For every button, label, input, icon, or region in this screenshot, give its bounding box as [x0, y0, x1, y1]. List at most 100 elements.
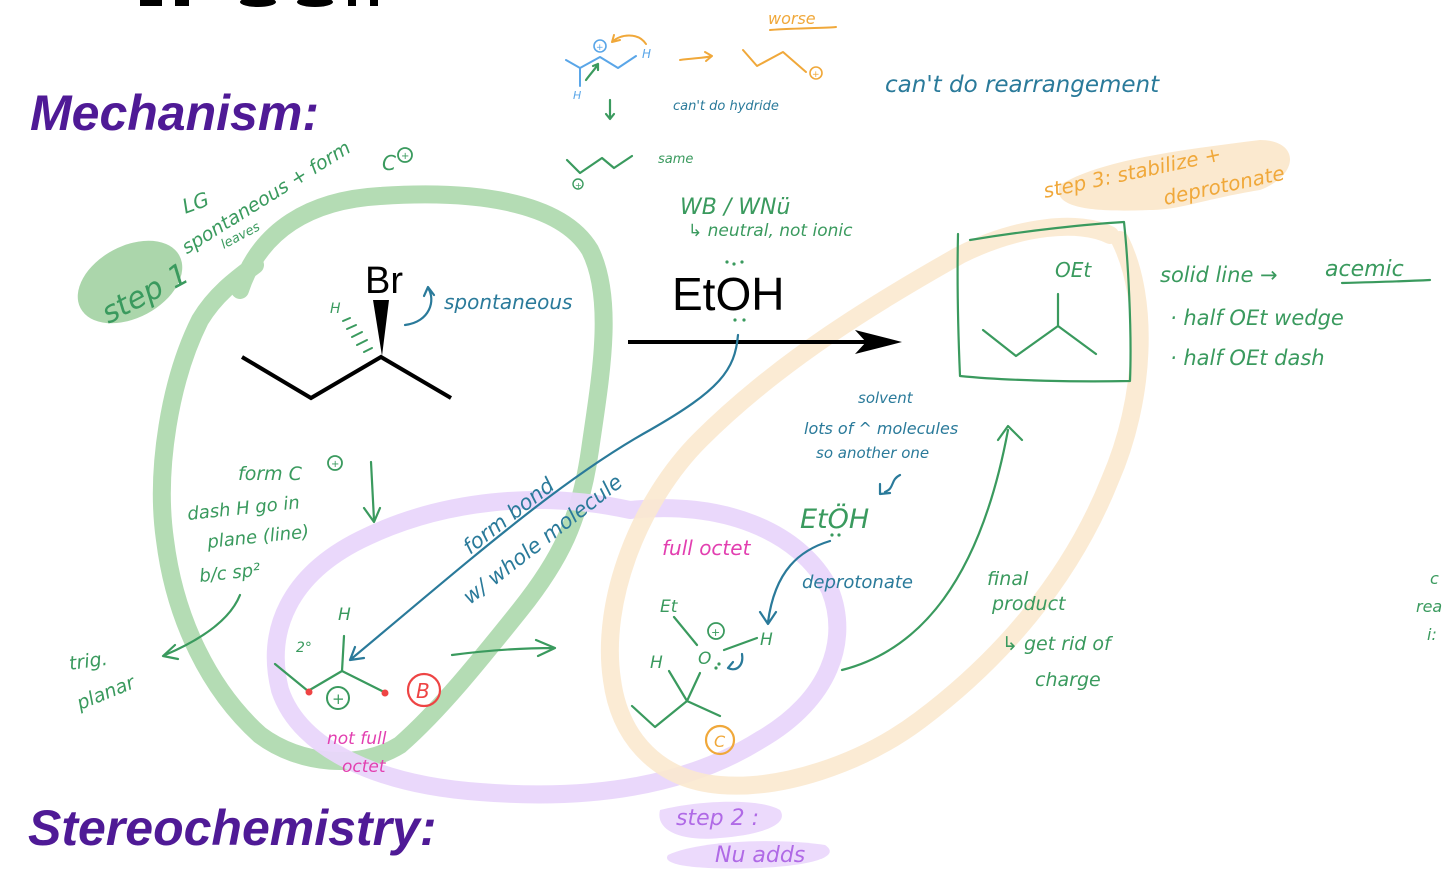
svg-text:· half OEt dash: · half OEt dash	[1170, 346, 1325, 370]
final-product-arrow-icon	[840, 424, 1024, 672]
same-carbocation-skeleton	[565, 154, 634, 175]
plus-charge-icon	[327, 455, 343, 471]
svg-text:planar: planar	[73, 671, 139, 715]
lone-pair-dots	[725, 260, 746, 322]
svg-text:not full: not full	[327, 729, 387, 749]
svg-text:full octet: full octet	[662, 536, 752, 560]
svg-text:form C: form C	[238, 463, 303, 485]
second-etoh-label: EtÖH	[800, 503, 869, 535]
carbocation-note: C	[382, 151, 396, 175]
svg-text:final: final	[987, 568, 1029, 590]
svg-text:so another one: so another one	[816, 444, 929, 462]
pointer-arrow-icon	[878, 473, 902, 496]
deprotonation-arrow-icon	[758, 539, 832, 626]
leaving-group-arrow-icon	[403, 285, 436, 327]
svg-text:B: B	[416, 679, 430, 703]
down-arrow-icon	[604, 98, 616, 121]
svg-text:Et: Et	[660, 597, 679, 617]
svg-text:H: H	[338, 605, 351, 625]
wedge-bond	[373, 300, 389, 356]
svg-text:· half OEt wedge: · half OEt wedge	[1170, 306, 1344, 330]
svg-text:H: H	[650, 653, 663, 673]
svg-text:C: C	[714, 732, 726, 751]
step2-label-line2: Nu adds	[715, 843, 805, 868]
svg-text:rea: rea	[1416, 597, 1442, 616]
primary-carbocation-skeleton	[742, 49, 807, 73]
step3-label-highlight	[1058, 140, 1290, 211]
step3-orange-loop	[600, 217, 1149, 795]
svg-text:trig.: trig.	[68, 648, 109, 675]
step1-label-highlight	[77, 240, 183, 324]
hydride-shift-arrow-icon	[611, 34, 647, 45]
svg-text:+: +	[711, 626, 720, 639]
step2-label-highlight-2	[666, 841, 830, 869]
svg-text:plane (line): plane (line)	[205, 521, 310, 553]
step2-purple-loop	[266, 491, 847, 804]
product-notes: solid line → acemic · half OEt wedge · h…	[840, 257, 1432, 691]
svg-text:c: c	[1430, 569, 1439, 588]
down-arrow-icon	[362, 460, 382, 524]
svg-text:+: +	[575, 181, 582, 190]
svg-text:lots of ^ molecules: lots of ^ molecules	[804, 419, 958, 438]
svg-text:+: +	[331, 459, 339, 470]
cant-do-rearrangement-note: can't do rearrangement	[885, 72, 1160, 98]
svg-text:O: O	[698, 649, 711, 669]
plus-charge-icon	[397, 147, 413, 163]
svg-text:2°: 2°	[296, 640, 312, 656]
svg-text:↳ get rid of: ↳ get rid of	[1002, 633, 1114, 655]
svg-text:i:: i:	[1427, 625, 1437, 644]
step2-label-line1: step 2 :	[676, 806, 759, 831]
svg-text:H: H	[760, 630, 773, 650]
svg-text:charge: charge	[1035, 669, 1101, 691]
trig-planar-arrow-icon	[161, 593, 242, 661]
to-worse-arrow-icon	[679, 51, 713, 62]
dash-h-label: H	[330, 301, 341, 317]
lg-note: LG	[179, 187, 212, 219]
right-edge-cut-off-note: c rea i:	[1416, 569, 1442, 644]
reaction-arrow-head-icon	[855, 330, 902, 354]
bond-break-arrow-icon	[726, 652, 744, 671]
svg-text:b/c sp²: b/c sp²	[198, 560, 261, 587]
svg-text:solid line →: solid line →	[1160, 263, 1278, 287]
oxonium-intermediate: full octet Et O + H H C	[630, 536, 773, 756]
svg-text:deprotonate: deprotonate	[802, 572, 913, 593]
product-box: OEt	[956, 220, 1132, 383]
stereochemistry-heading: Stereochemistry:	[28, 800, 437, 856]
reagent-notes-wb: WB / WNü	[680, 195, 790, 220]
mechanism-heading: Mechanism:	[30, 85, 319, 141]
hydride-shift-aside: worse + H H + can't do hydride + same ca…	[565, 9, 1160, 190]
empty-orbital-dot	[305, 688, 313, 696]
svg-text:dash H go in: dash H go in	[186, 492, 300, 525]
reactant-2-bromobutane: Br H spontaneous	[240, 260, 572, 401]
cut-off-title-fragment	[140, 0, 378, 7]
step1-green-loop	[152, 185, 613, 770]
same-note: same	[658, 152, 693, 167]
svg-text:OEt: OEt	[1055, 258, 1092, 282]
carbocation-skeleton	[565, 55, 637, 69]
svg-text:H: H	[642, 47, 651, 61]
plus-charge-icon	[326, 686, 350, 710]
c-marker-icon	[704, 724, 736, 756]
plus-charge-icon	[707, 622, 725, 640]
b-marker-icon	[406, 672, 442, 708]
dash-bond-h	[342, 317, 373, 353]
svg-text:+: +	[401, 151, 409, 162]
reagent-label: EtOH	[672, 268, 784, 320]
svg-text:+: +	[596, 43, 604, 53]
nucleophile-attack-arrow-icon	[348, 333, 740, 662]
cant-do-hydride-note: can't do hydride	[673, 99, 779, 114]
plus-charge-icon	[593, 39, 607, 53]
svg-text:product: product	[991, 593, 1067, 615]
worse-note: worse	[768, 9, 816, 28]
to-oxonium-arrow-icon	[450, 638, 557, 658]
svg-text:solvent: solvent	[858, 389, 914, 407]
svg-text:octet: octet	[342, 757, 387, 777]
racemic-note: acemic	[1325, 257, 1404, 282]
spontaneous-arrow-label: spontaneous	[444, 290, 572, 314]
step2-label-highlight-1	[659, 801, 782, 839]
svg-text:H: H	[573, 89, 581, 102]
svg-text:+: +	[812, 70, 820, 80]
svg-text:+: +	[332, 690, 345, 708]
reagent-notes-neutral: ↳ neutral, not ionic	[688, 221, 853, 241]
